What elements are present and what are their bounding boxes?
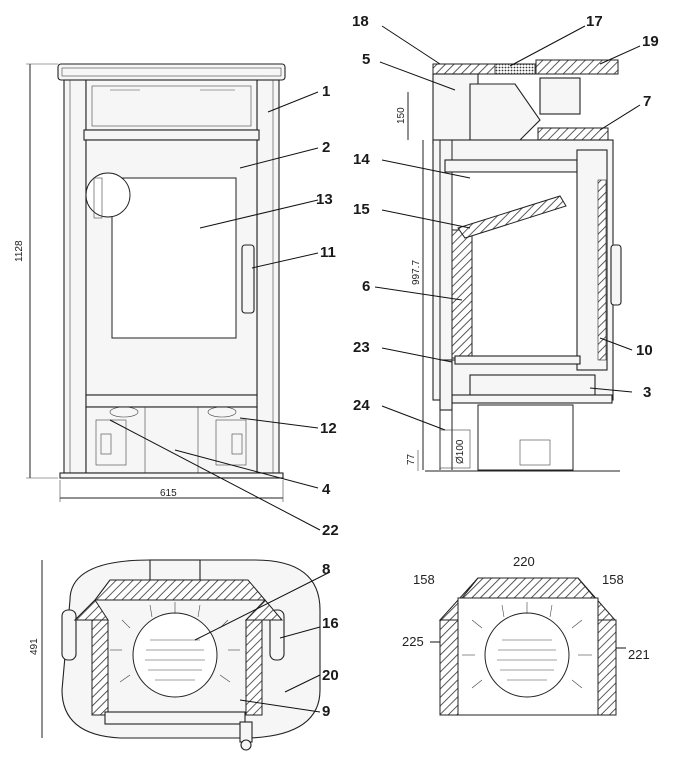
dim-side-bottom: 77: [406, 453, 417, 465]
dim-side-height: 997.7: [411, 260, 422, 285]
callout-5: 5: [362, 51, 370, 68]
callout-14: 14: [353, 151, 370, 168]
callout-6: 6: [362, 278, 370, 295]
callout-24: 24: [353, 397, 370, 414]
callout-10: 10: [636, 342, 653, 359]
callout-22: 22: [322, 522, 339, 539]
callout-13: 13: [316, 191, 333, 208]
side-section-view: [407, 59, 622, 472]
callout-18: 18: [352, 13, 369, 30]
callout-1: 1: [322, 83, 330, 100]
top-view: [41, 559, 321, 751]
callout-7: 7: [643, 93, 651, 110]
dim-front-width: 615: [160, 488, 177, 499]
callout-2: 2: [322, 139, 330, 156]
callout-19: 19: [642, 33, 659, 50]
callout-20: 20: [322, 667, 339, 684]
leader-lines: [109, 25, 641, 713]
brick-top-back: 220: [513, 554, 535, 569]
dimension-labels: 1128 615 150 997.7 77 Ø100 491: [14, 107, 466, 655]
brick-top-right: 158: [602, 572, 624, 587]
callout-labels: 1 2 13 11 12 4 22 18 17 19 5 7 14 15 6 2…: [316, 13, 659, 720]
callout-12: 12: [320, 420, 337, 437]
brick-top-left: 158: [413, 572, 435, 587]
dim-side-inlet: Ø100: [455, 439, 466, 464]
callout-15: 15: [353, 201, 370, 218]
brick-right-side: 221: [628, 647, 650, 662]
brick-layout-view: [430, 577, 626, 716]
callout-11: 11: [320, 244, 336, 261]
front-view: [26, 63, 286, 502]
brick-labels: 220 158 158 225 221: [402, 554, 650, 662]
callout-23: 23: [353, 339, 370, 356]
callout-17: 17: [586, 13, 603, 30]
dim-top-depth: 491: [29, 638, 40, 655]
callout-8: 8: [322, 561, 330, 578]
callout-4: 4: [322, 481, 331, 498]
dim-front-height: 1128: [14, 240, 25, 262]
brick-left-side: 225: [402, 634, 424, 649]
dim-side-flue-height: 150: [396, 107, 407, 124]
callout-16: 16: [322, 615, 339, 632]
callout-3: 3: [643, 384, 651, 401]
callout-9: 9: [322, 703, 330, 720]
